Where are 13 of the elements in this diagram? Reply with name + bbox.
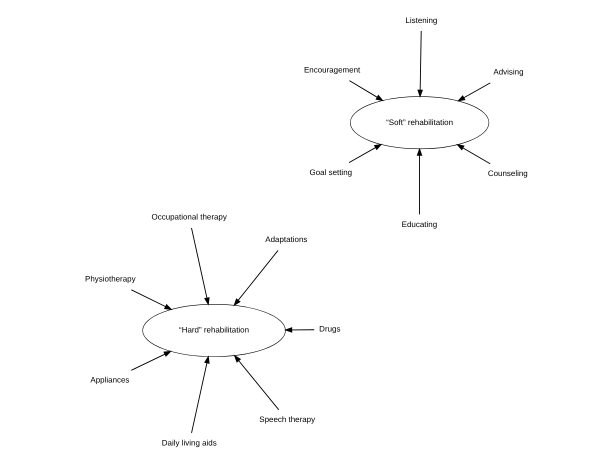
arrow bbox=[416, 148, 422, 215]
arrow bbox=[348, 144, 382, 164]
arrow bbox=[284, 327, 315, 333]
arrow bbox=[191, 355, 210, 434]
arrow bbox=[191, 227, 210, 306]
arrow bbox=[457, 82, 491, 102]
arrow bbox=[233, 250, 278, 306]
arrow bbox=[234, 354, 280, 410]
arrow bbox=[456, 144, 491, 164]
arrow bbox=[417, 30, 424, 98]
arrow bbox=[130, 350, 172, 371]
arrow bbox=[348, 80, 384, 102]
arrow bbox=[130, 289, 172, 310]
